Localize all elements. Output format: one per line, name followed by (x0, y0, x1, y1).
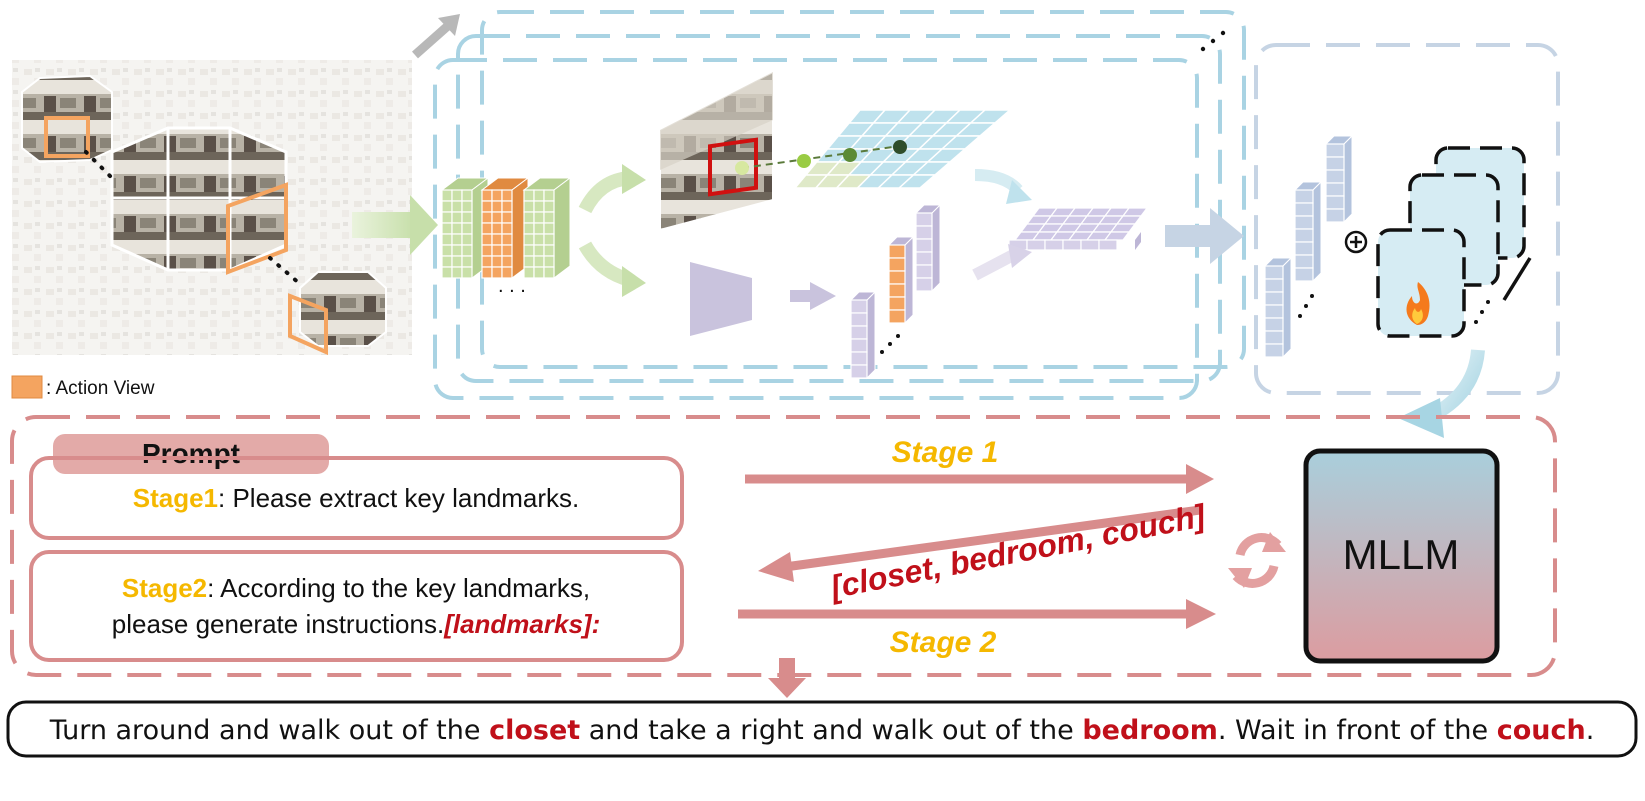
instruction-part: and take a right and walk out of the (580, 715, 1082, 746)
action-view-highlight (288, 293, 328, 356)
stage1-prompt-box: Stage1: Please extract key landmarks. (29, 456, 684, 540)
landmarks-placeholder: [landmarks] (443, 609, 593, 639)
panorama-small-bottom (299, 271, 387, 347)
stage1-tag: Stage1 (133, 483, 218, 513)
generated-instruction: Turn around and walk out of the closet a… (6, 700, 1638, 758)
output-arrow (768, 658, 806, 698)
legend-label: : Action View (46, 378, 155, 399)
plus-icon (1344, 230, 1368, 254)
bev-grid (793, 109, 1013, 189)
prompt-header: Prompt (142, 438, 240, 469)
mllm-box: MLLM (1303, 448, 1500, 664)
keyword-bedroom: bedroom (1082, 715, 1218, 746)
columns-ellipsis (880, 334, 900, 354)
fused-grid (1008, 207, 1149, 251)
instruction-part: . Wait in front of the (1218, 715, 1497, 746)
to-mllm-arrow (1398, 349, 1485, 438)
trajectory-path (735, 140, 907, 175)
projected-token-columns (1263, 134, 1354, 359)
lora-adapter-stack (1376, 146, 1532, 338)
placeholder-colon: : (592, 609, 601, 639)
stack-ellipsis (1200, 30, 1226, 52)
token-columns (849, 203, 942, 380)
legend-action-view: : Action View (11, 375, 155, 399)
stage1-prompt-text: Stage1: Please extract key landmarks. (133, 483, 580, 513)
stage2-arrow (738, 599, 1216, 629)
stage2-body-1: : According to the key landmarks, (207, 573, 590, 603)
stage2-tag: Stage2 (122, 573, 207, 603)
stage1-arrow (745, 464, 1214, 494)
stage2-prompt-line1: Stage2: According to the key landmarks, (122, 573, 590, 603)
instruction-text: Turn around and walk out of the closet a… (49, 715, 1595, 746)
stage2-prompt-box: Stage2: According to the key landmarks, … (29, 550, 684, 662)
stage1-body: : Please extract key landmarks. (218, 483, 579, 513)
rgb-view-image (659, 70, 774, 232)
instruction-part: Turn around and walk out of the (49, 715, 489, 746)
stage2-label: Stage 2 (890, 626, 997, 659)
mllm-label: MLLM (1343, 531, 1460, 578)
stage2-prompt-line2: please generate instructions.[landmarks]… (112, 609, 601, 639)
lora-panel (1254, 43, 1560, 395)
token-grids (440, 177, 572, 279)
grid-ellipsis: . . . (498, 275, 526, 297)
encoder-icon (690, 262, 752, 336)
gray-arrow-icon (412, 14, 460, 59)
panorama-center (110, 126, 288, 272)
right-columns-ellipsis (1298, 294, 1314, 318)
fire-icon (1406, 282, 1430, 325)
stage2-body-2: please generate instructions. (112, 609, 444, 639)
stage1-label: Stage 1 (892, 436, 999, 469)
keyword-couch: couch (1497, 715, 1586, 746)
return-arrow (758, 505, 1201, 582)
blue-output-arrow (1165, 208, 1244, 264)
prompt-tag: Prompt (53, 434, 329, 474)
instruction-part: . (1586, 715, 1595, 746)
action-view-highlight (44, 116, 90, 158)
green-input-arrow (352, 195, 438, 255)
keyword-closet: closet (489, 715, 580, 746)
green-branch-arrows (578, 171, 633, 287)
floorplan-scene (12, 60, 412, 356)
purple-arrow (790, 282, 836, 310)
action-view-highlight (226, 182, 288, 275)
